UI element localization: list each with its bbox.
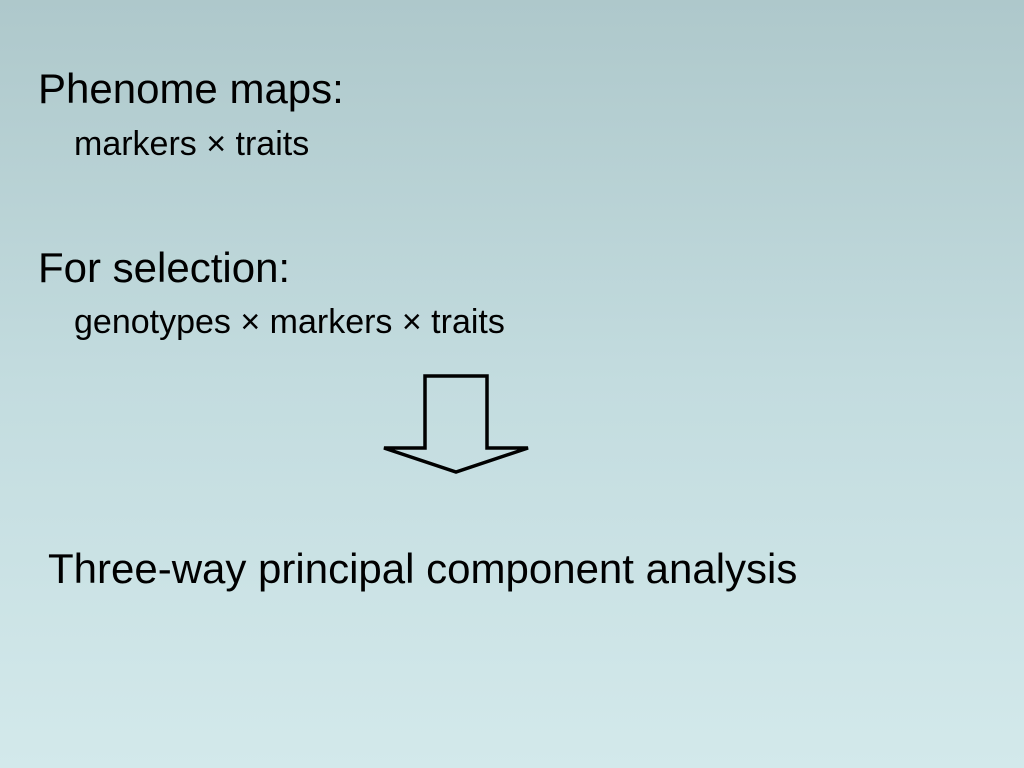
phenome-maps-heading: Phenome maps:	[38, 65, 344, 112]
phenome-maps-detail: markers × traits	[74, 125, 310, 163]
down-arrow-icon	[383, 374, 529, 474]
selection-heading: For selection:	[38, 244, 291, 291]
conclusion-text: Three-way principal component analysis	[48, 545, 798, 592]
selection-detail: genotypes × markers × traits	[74, 303, 505, 341]
